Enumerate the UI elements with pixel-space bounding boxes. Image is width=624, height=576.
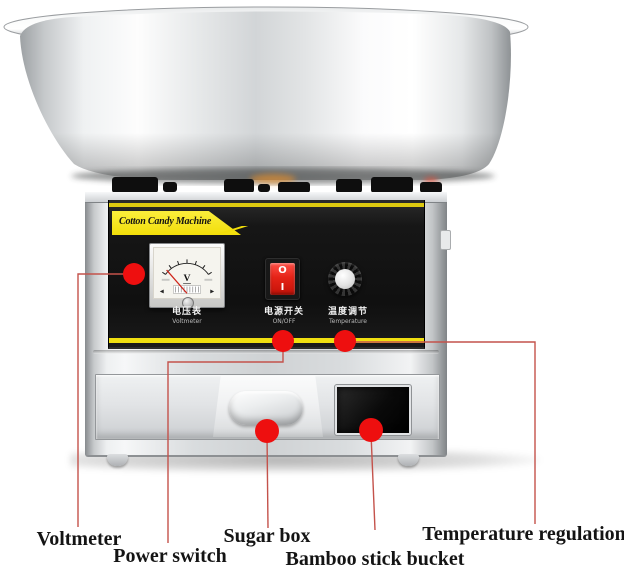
side-hinge — [440, 230, 451, 250]
indicator-glow — [424, 177, 438, 185]
panel-caption-power-en: ON/OFF — [272, 318, 296, 325]
control-panel: Cotton Candy Machine — [108, 200, 425, 349]
panel-bottom-stripe — [109, 338, 424, 343]
panel-caption-temperature-zh: 温度调节 — [327, 307, 369, 317]
bowl-clamp-icon — [112, 177, 158, 193]
bowl-clamp-icon — [336, 179, 362, 193]
switch-on-symbol: I — [280, 282, 285, 293]
heater-glow — [250, 174, 296, 184]
machine-body: Cotton Candy Machine — [85, 192, 451, 457]
switch-off-symbol: O — [278, 265, 287, 276]
drawer-front — [95, 374, 440, 440]
bowl-clamp-icon — [278, 182, 310, 193]
panel-caption-voltmeter: 电压表 Voltmeter — [172, 307, 202, 326]
bowl-clamp-icon — [371, 177, 413, 193]
power-switch-rocker: O I — [270, 263, 295, 295]
voltmeter-needle — [166, 269, 188, 294]
panel-caption-temperature: 温度调节 Temperature — [328, 307, 368, 326]
panel-caption-power-zh: 电源开关 — [263, 307, 305, 317]
label-temperature-regulation: Temperature regulation — [422, 523, 624, 545]
banner-accent-stripe — [213, 226, 249, 235]
bowl-clamp-icon — [224, 179, 254, 193]
label-sugar-box: Sugar box — [223, 525, 311, 547]
drawer-groove — [93, 350, 439, 354]
bamboo-stick-bucket-window — [334, 384, 412, 436]
temperature-knob-center — [335, 269, 355, 289]
bowl-bottom-shade — [20, 11, 511, 181]
brand-banner-title: Cotton Candy Machine — [119, 216, 212, 227]
bowl-clamp-icon — [258, 184, 270, 192]
voltmeter-dial: V — [159, 259, 215, 294]
voltmeter-gauge: V — [149, 243, 225, 309]
stainless-bowl — [3, 6, 529, 184]
panel-caption-voltmeter-en: Voltmeter — [172, 318, 202, 325]
voltmeter-screw — [182, 297, 194, 309]
bowl-clamp-icon — [420, 182, 442, 193]
label-voltmeter: Voltmeter — [36, 528, 122, 550]
label-bamboo-stick-bucket: Bamboo stick bucket — [285, 548, 465, 570]
panel-caption-power: 电源开关 ON/OFF — [264, 307, 304, 326]
bowl-clamp-icon — [163, 182, 177, 192]
voltmeter-face: V — [153, 247, 221, 299]
panel-top-stripe — [109, 203, 424, 207]
power-switch: O I — [265, 258, 300, 300]
temperature-knob — [328, 262, 362, 296]
panel-caption-voltmeter-zh: 电压表 — [171, 307, 203, 317]
brand-banner: Cotton Candy Machine — [112, 211, 241, 235]
sugar-box-handle — [229, 391, 303, 425]
panel-caption-temperature-en: Temperature — [328, 318, 368, 325]
voltmeter-unit: V — [184, 273, 191, 284]
label-power-switch: Power switch — [113, 545, 227, 567]
